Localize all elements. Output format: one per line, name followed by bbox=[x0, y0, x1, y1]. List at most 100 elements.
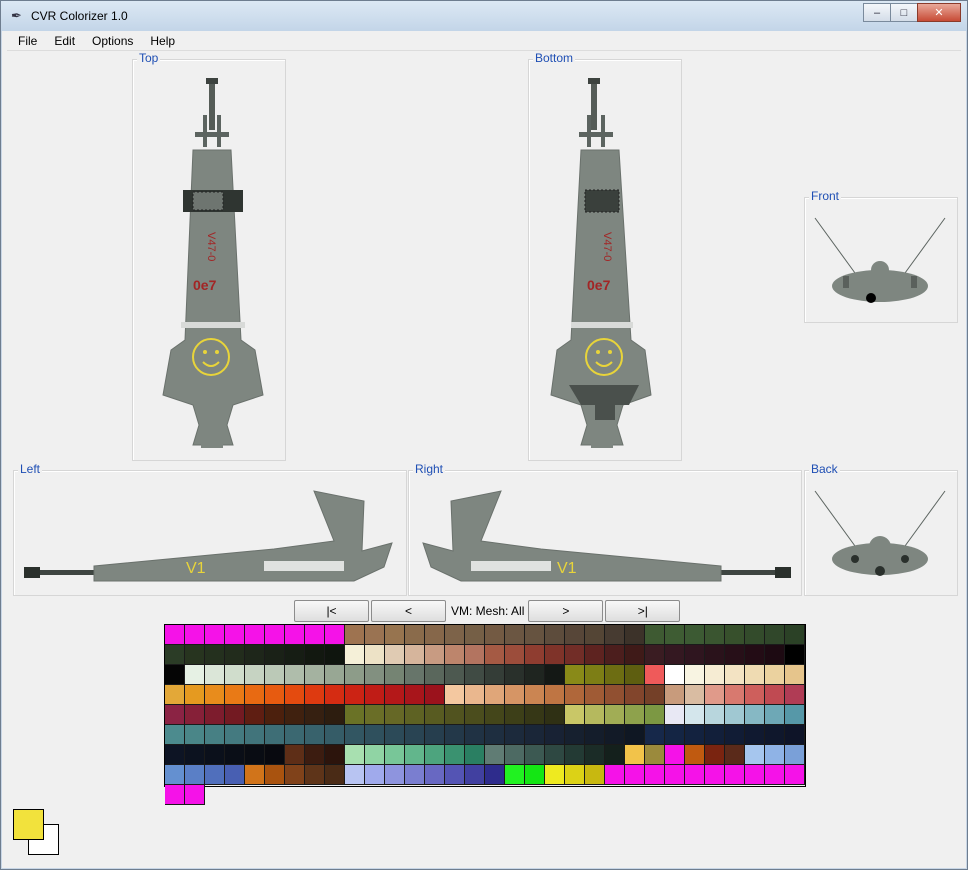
palette-swatch[interactable] bbox=[325, 725, 345, 745]
palette-swatch[interactable] bbox=[705, 725, 725, 745]
palette-swatch[interactable] bbox=[245, 665, 265, 685]
palette-swatch[interactable] bbox=[345, 625, 365, 645]
palette-swatch[interactable] bbox=[205, 665, 225, 685]
palette-swatch[interactable] bbox=[685, 685, 705, 705]
palette-swatch[interactable] bbox=[465, 625, 485, 645]
palette-swatch[interactable] bbox=[365, 685, 385, 705]
palette-swatch[interactable] bbox=[225, 765, 245, 785]
title-bar[interactable]: ✒ CVR Colorizer 1.0 – □ ✕ bbox=[1, 1, 967, 31]
palette-swatch[interactable] bbox=[245, 685, 265, 705]
palette-swatch[interactable] bbox=[625, 625, 645, 645]
palette-swatch[interactable] bbox=[425, 665, 445, 685]
palette-swatch[interactable] bbox=[785, 645, 805, 665]
palette-swatch[interactable] bbox=[785, 725, 805, 745]
palette-swatch[interactable] bbox=[565, 765, 585, 785]
palette-swatch[interactable] bbox=[365, 625, 385, 645]
palette-swatch[interactable] bbox=[765, 685, 785, 705]
palette-swatch[interactable] bbox=[165, 725, 185, 745]
palette-swatch[interactable] bbox=[565, 725, 585, 745]
palette-swatch[interactable] bbox=[605, 665, 625, 685]
palette-swatch[interactable] bbox=[425, 625, 445, 645]
palette-swatch[interactable] bbox=[705, 705, 725, 725]
palette-swatch[interactable] bbox=[445, 645, 465, 665]
palette-swatch[interactable] bbox=[385, 665, 405, 685]
palette-swatch[interactable] bbox=[685, 625, 705, 645]
palette-swatch[interactable] bbox=[465, 765, 485, 785]
palette-swatch[interactable] bbox=[465, 705, 485, 725]
last-button[interactable]: >| bbox=[605, 600, 681, 622]
palette-swatch[interactable] bbox=[305, 765, 325, 785]
palette-swatch[interactable] bbox=[445, 705, 465, 725]
palette-swatch[interactable] bbox=[705, 685, 725, 705]
palette-swatch[interactable] bbox=[725, 665, 745, 685]
palette-swatch[interactable] bbox=[325, 765, 345, 785]
palette-swatch[interactable] bbox=[785, 685, 805, 705]
palette-swatch[interactable] bbox=[545, 765, 565, 785]
palette-swatch[interactable] bbox=[625, 645, 645, 665]
palette-swatch[interactable] bbox=[265, 645, 285, 665]
palette-swatch[interactable] bbox=[505, 705, 525, 725]
front-view-panel[interactable]: Front bbox=[804, 189, 958, 323]
palette-swatch[interactable] bbox=[605, 705, 625, 725]
palette-swatch[interactable] bbox=[665, 725, 685, 745]
palette-swatch[interactable] bbox=[245, 745, 265, 765]
palette-swatch[interactable] bbox=[585, 625, 605, 645]
palette-swatch[interactable] bbox=[305, 705, 325, 725]
palette-swatch[interactable] bbox=[665, 705, 685, 725]
palette-swatch[interactable] bbox=[225, 665, 245, 685]
palette-swatch[interactable] bbox=[245, 645, 265, 665]
left-view-panel[interactable]: Left V1 bbox=[13, 462, 407, 596]
palette-swatch[interactable] bbox=[785, 705, 805, 725]
palette-swatch[interactable] bbox=[165, 745, 185, 765]
color-palette[interactable] bbox=[164, 624, 806, 805]
palette-swatch[interactable] bbox=[185, 625, 205, 645]
palette-swatch[interactable] bbox=[485, 645, 505, 665]
palette-swatch[interactable] bbox=[485, 705, 505, 725]
palette-swatch[interactable] bbox=[725, 705, 745, 725]
palette-swatch[interactable] bbox=[425, 705, 445, 725]
palette-swatch[interactable] bbox=[285, 645, 305, 665]
palette-swatch[interactable] bbox=[465, 725, 485, 745]
palette-swatch[interactable] bbox=[165, 625, 185, 645]
palette-swatch[interactable] bbox=[625, 705, 645, 725]
palette-swatch[interactable] bbox=[765, 745, 785, 765]
palette-swatch[interactable] bbox=[165, 705, 185, 725]
palette-swatch[interactable] bbox=[205, 705, 225, 725]
palette-swatch[interactable] bbox=[565, 685, 585, 705]
palette-swatch[interactable] bbox=[365, 705, 385, 725]
palette-swatch[interactable] bbox=[585, 745, 605, 765]
palette-swatch[interactable] bbox=[645, 645, 665, 665]
palette-swatch[interactable] bbox=[385, 625, 405, 645]
palette-swatch[interactable] bbox=[225, 725, 245, 745]
palette-swatch[interactable] bbox=[605, 625, 625, 645]
palette-swatch[interactable] bbox=[325, 685, 345, 705]
palette-swatch[interactable] bbox=[285, 725, 305, 745]
palette-swatch[interactable] bbox=[705, 645, 725, 665]
palette-swatch[interactable] bbox=[165, 765, 185, 785]
palette-swatch[interactable] bbox=[725, 745, 745, 765]
palette-swatch[interactable] bbox=[305, 625, 325, 645]
palette-swatch[interactable] bbox=[425, 645, 445, 665]
palette-swatch[interactable] bbox=[325, 645, 345, 665]
palette-swatch[interactable] bbox=[165, 785, 185, 805]
palette-swatch[interactable] bbox=[585, 765, 605, 785]
palette-swatch[interactable] bbox=[525, 765, 545, 785]
palette-swatch[interactable] bbox=[245, 705, 265, 725]
palette-swatch[interactable] bbox=[745, 665, 765, 685]
palette-swatch[interactable] bbox=[605, 645, 625, 665]
palette-swatch[interactable] bbox=[265, 745, 285, 765]
close-button[interactable]: ✕ bbox=[917, 3, 961, 22]
palette-swatch[interactable] bbox=[165, 645, 185, 665]
palette-swatch[interactable] bbox=[725, 725, 745, 745]
palette-swatch[interactable] bbox=[265, 625, 285, 645]
minimize-button[interactable]: – bbox=[863, 3, 891, 22]
palette-swatch[interactable] bbox=[565, 745, 585, 765]
palette-swatch[interactable] bbox=[305, 685, 325, 705]
palette-swatch[interactable] bbox=[405, 645, 425, 665]
palette-swatch[interactable] bbox=[465, 745, 485, 765]
palette-swatch[interactable] bbox=[225, 705, 245, 725]
palette-swatch[interactable] bbox=[505, 725, 525, 745]
palette-swatch[interactable] bbox=[585, 645, 605, 665]
palette-swatch[interactable] bbox=[225, 685, 245, 705]
palette-swatch[interactable] bbox=[785, 625, 805, 645]
